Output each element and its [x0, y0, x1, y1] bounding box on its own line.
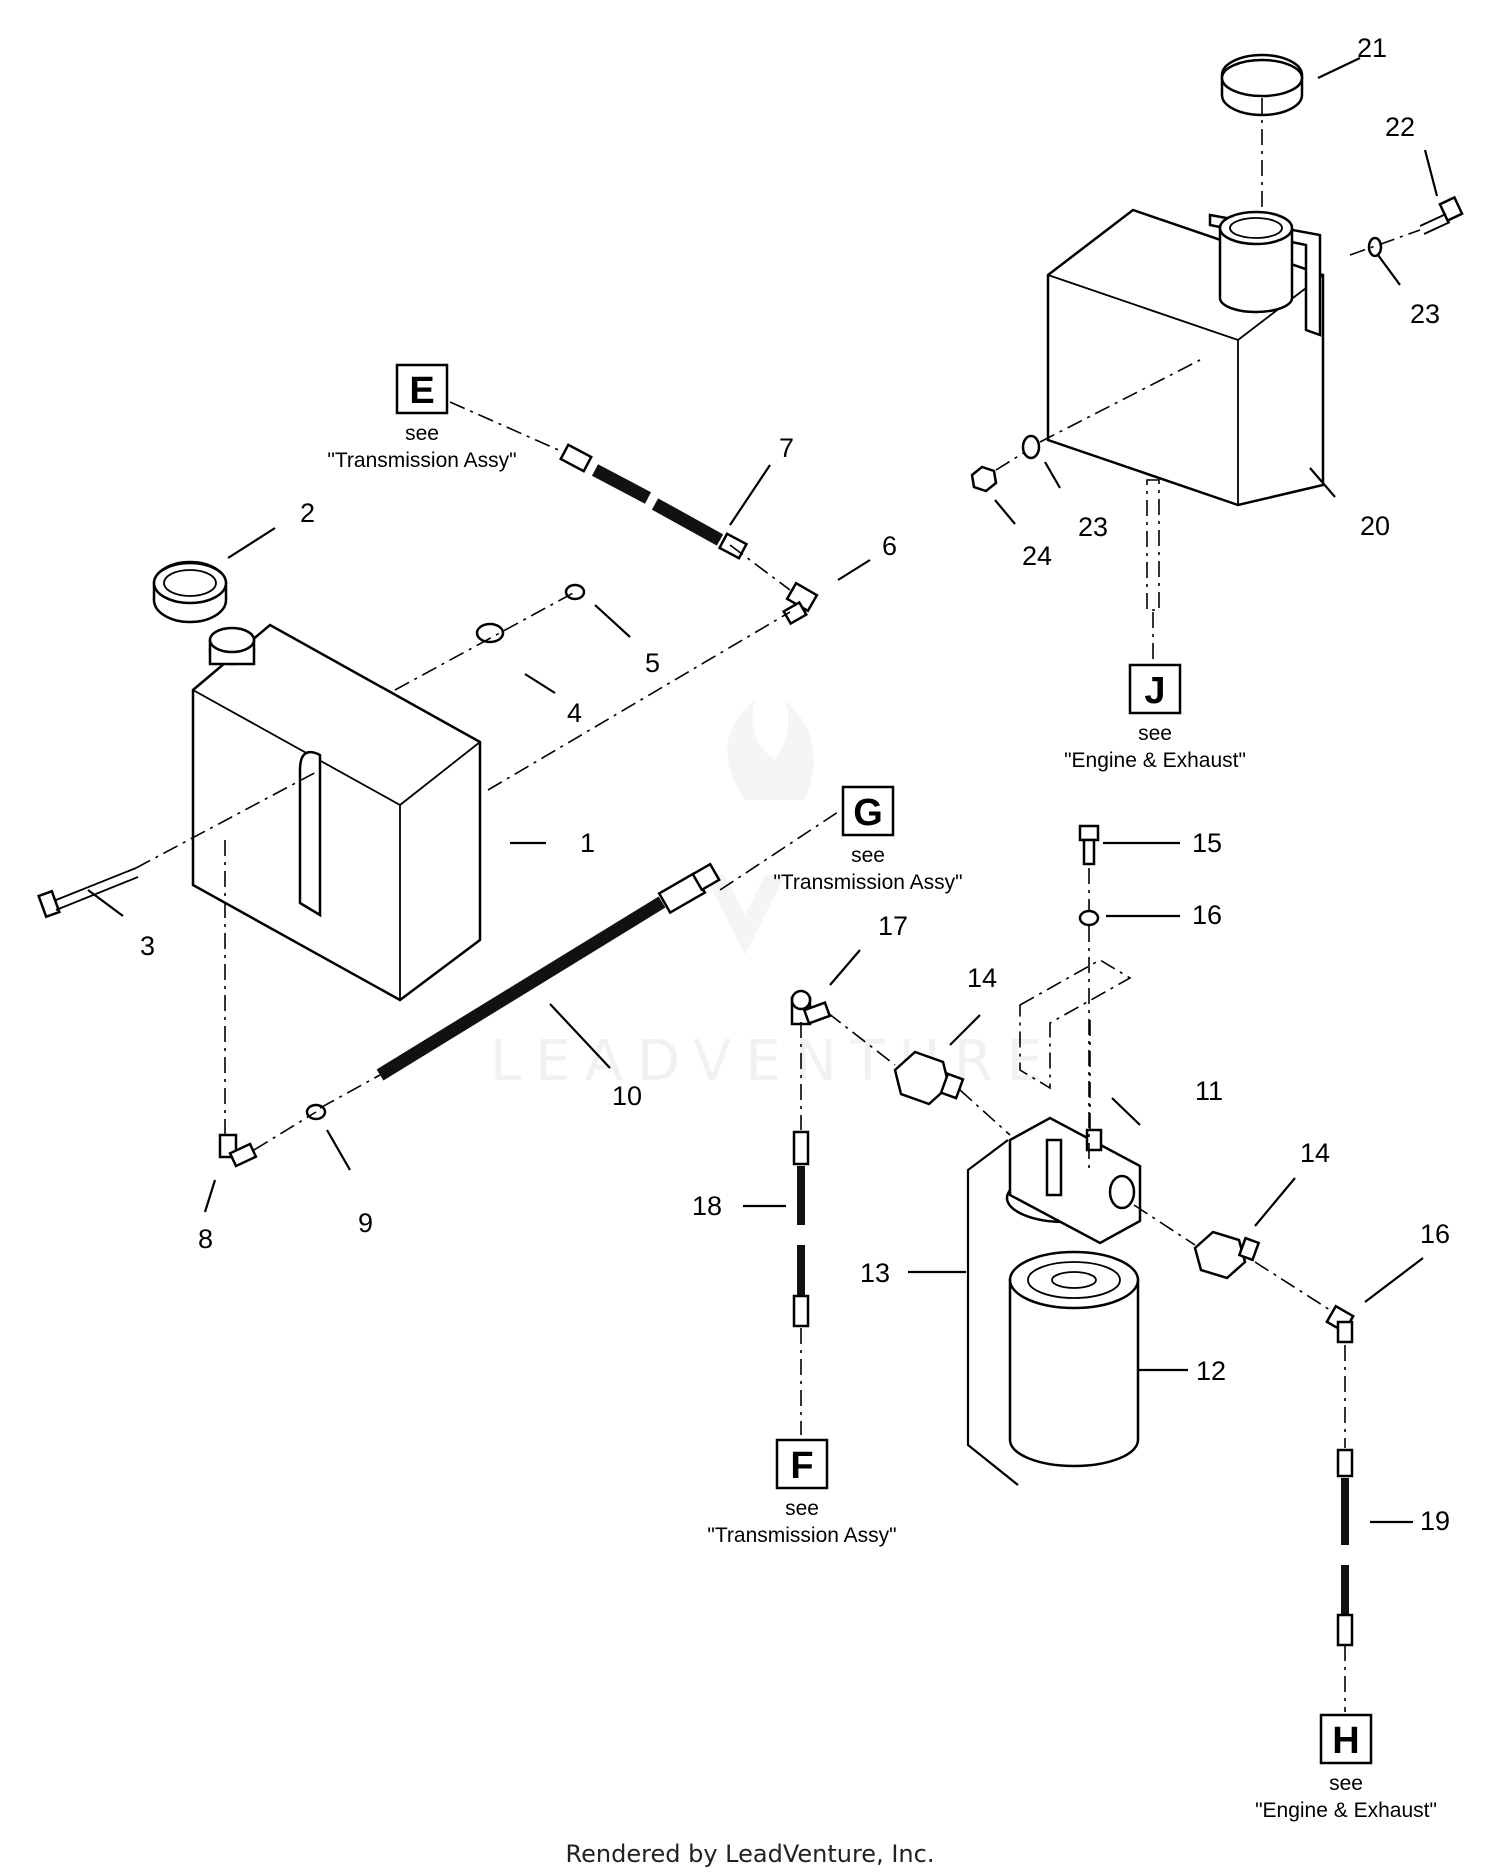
callout-see: see: [851, 844, 885, 867]
assembly-bracket-13: [966, 1139, 1019, 1486]
filter-12: [1008, 1250, 1140, 1468]
washer-23-right: [1367, 236, 1383, 258]
callout-ref: "Engine & Exhaust": [1255, 1799, 1437, 1822]
callout-see: see: [1329, 1772, 1363, 1795]
callout-letter: H: [1332, 1720, 1359, 1762]
assembly-lines: [135, 98, 1421, 1712]
washer-4: [475, 622, 505, 644]
part-number: 21: [1357, 33, 1387, 63]
part-number: 13: [860, 1258, 890, 1288]
hose-18: [792, 1130, 810, 1328]
callout-ref: "Transmission Assy": [773, 871, 962, 894]
part-number: 19: [1420, 1506, 1450, 1536]
watermark: LEADVENTURE: [490, 700, 1056, 1094]
part-number: 16: [1192, 900, 1222, 930]
part-number: 17: [878, 911, 908, 941]
callout-ref: "Transmission Assy": [327, 449, 516, 472]
bolt-3: [37, 867, 139, 919]
part-number: 2: [300, 498, 315, 528]
hose-19: [1336, 1448, 1354, 1647]
part-number: 3: [140, 931, 155, 961]
hydraulic-tank-1: [191, 623, 482, 1002]
part-number: 16: [1420, 1219, 1450, 1249]
adapter-14-lower: [1193, 1230, 1261, 1280]
callout-f[interactable]: F see "Transmission Assy": [707, 1438, 897, 1547]
nut-24: [970, 465, 998, 493]
filter-head-11: [1005, 1116, 1142, 1245]
reservoir-tank-20: [1046, 208, 1325, 507]
part-number: 11: [1195, 1076, 1223, 1106]
callout-letter: E: [409, 370, 434, 412]
part-number: 5: [645, 648, 660, 678]
bolt-22: [1419, 195, 1464, 235]
part-number: 8: [198, 1224, 213, 1254]
part-number: 9: [358, 1208, 373, 1238]
part-number: 15: [1192, 828, 1222, 858]
part-number: 6: [882, 531, 897, 561]
footer-credit: Rendered by LeadVenture, Inc.: [566, 1840, 935, 1868]
washer-16-upper: [1078, 909, 1100, 927]
callout-h[interactable]: H see "Engine & Exhaust": [1255, 1713, 1437, 1822]
part-number: 12: [1196, 1356, 1226, 1386]
washer-23-left: [1021, 434, 1041, 460]
callout-see: see: [785, 1497, 819, 1520]
part-number: 23: [1078, 512, 1108, 542]
callout-see: see: [1138, 722, 1172, 745]
watermark-text: LEADVENTURE: [490, 1029, 1056, 1094]
callout-letter: G: [853, 792, 883, 834]
hose-7: [559, 443, 749, 560]
leader-lines: [87, 57, 1439, 1524]
part-number: 18: [692, 1191, 722, 1221]
part-number: 1: [580, 828, 595, 858]
part-number: 23: [1410, 299, 1440, 329]
part-number: 22: [1385, 112, 1415, 142]
hose-10: [376, 862, 721, 1081]
bolt-15: [1078, 824, 1100, 866]
part-number: 14: [967, 963, 997, 993]
adapter-14-upper: [893, 1050, 965, 1106]
callout-see: see: [405, 422, 439, 445]
part-number: 14: [1300, 1138, 1330, 1168]
part-number-labels: 1 2 3 4 5 6 7 8 9 10 11 12 13 14 14 15 1…: [140, 33, 1450, 1536]
cap-21: [1220, 53, 1304, 117]
elbow-fitting-8: [218, 1133, 258, 1168]
part-number: 10: [612, 1081, 642, 1111]
elbow-fitting-16-lower: [1325, 1304, 1355, 1344]
nut-5: [564, 583, 586, 601]
part-number: 24: [1022, 541, 1052, 571]
callout-ref: "Engine & Exhaust": [1064, 749, 1246, 772]
callout-letter: J: [1144, 670, 1165, 712]
part-number: 7: [779, 433, 794, 463]
elbow-fitting-17: [790, 989, 832, 1026]
callout-j[interactable]: J see "Engine & Exhaust": [1064, 663, 1246, 772]
drain-tube: [1146, 479, 1160, 611]
elbow-fitting-6: [781, 581, 819, 626]
callout-g[interactable]: G see "Transmission Assy": [773, 785, 963, 894]
callout-e[interactable]: E see "Transmission Assy": [327, 363, 517, 472]
part-number: 4: [567, 698, 582, 728]
callout-ref: "Transmission Assy": [707, 1524, 896, 1547]
part-number: 20: [1360, 511, 1390, 541]
callout-letter: F: [790, 1445, 813, 1487]
cap-2: [152, 560, 228, 624]
